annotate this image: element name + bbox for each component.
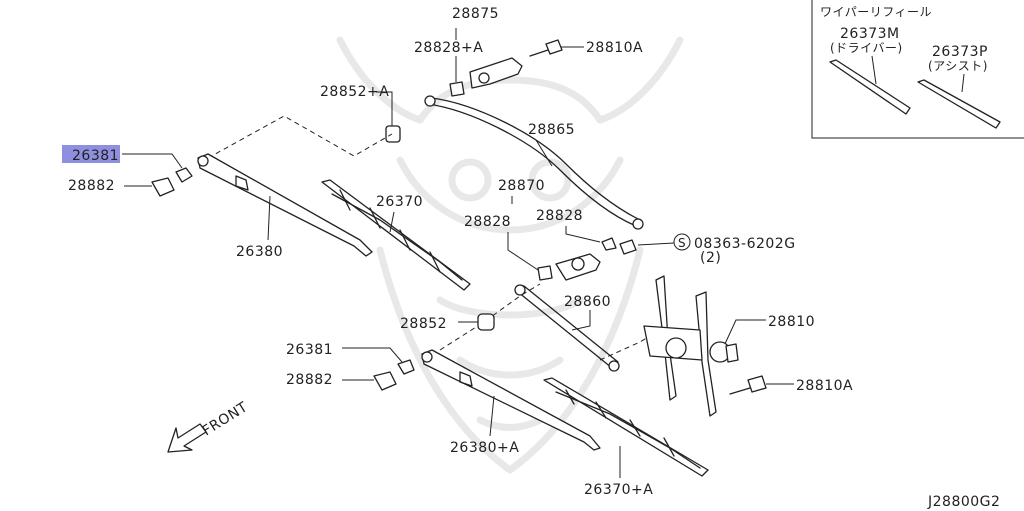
refill-assist [917,79,1001,129]
label-26373p: 26373P [932,44,988,60]
label-28852: 28852 [400,316,447,332]
label-26373m: 26373M [840,26,900,42]
refill-driver [829,59,911,115]
linkage-28870: 28870 28828 28828 S 08363-6202G (2) [464,178,796,281]
wiper-arm-26380: 26381 28882 26380 [62,145,373,260]
linkage-28875: 28875 28828+A 28810A 28852+A [320,6,643,143]
label-28828-right: 28828 [536,208,583,224]
label-26370a: 26370+A [584,482,653,498]
rod-28860: 28860 [514,284,620,372]
label-28828-left: 28828 [464,214,511,230]
inset-title: ワイパーリフィール [820,5,932,19]
front-indicator: FRONT [167,399,251,453]
rod-28865: 28865 [424,95,644,230]
label-s-mark: S [678,236,686,250]
label-28882-top: 28882 [68,178,115,194]
highlight-26381 [62,145,120,163]
motor-28810: 28810 28810A [643,275,853,417]
label-28810a-top: 28810A [586,40,643,56]
label-26381-selected[interactable]: 26381 [72,148,119,164]
label-28810: 28810 [768,314,815,330]
label-28852a: 28852+A [320,84,389,100]
label-08363: 08363-6202G [694,236,796,252]
label-28865: 28865 [528,122,575,138]
label-26380: 26380 [236,244,283,260]
label-28828a: 28828+A [414,40,483,56]
wiper-arm-26380a: 26381 28882 26380+A [286,342,601,456]
wiper-blade-26370: 26370 [321,179,471,291]
label-26380a: 26380+A [450,440,519,456]
label-26370: 26370 [376,194,423,210]
front-arrow-icon [167,423,207,453]
diagram-code: J28800G2 [927,494,1000,510]
wiper-blade-26370a: 26370+A [543,377,709,498]
label-28875: 28875 [452,6,499,22]
label-26373p-sub: (アシスト) [928,59,988,73]
dash-line-top [207,115,393,159]
label-28870: 28870 [498,178,545,194]
bushing-28852: 28852 [400,313,495,332]
label-28860: 28860 [564,294,611,310]
label-26373m-sub: (ドライバー) [830,41,903,55]
s-circle-icon [673,233,691,251]
refill-inset: ワイパーリフィール 26373M (ドライバー) 26373P (アシスト) [811,0,1024,139]
label-front: FRONT [200,399,251,439]
label-08363-qty: (2) [700,250,721,266]
label-28882-low: 28882 [286,372,333,388]
label-28810a-low: 28810A [796,378,853,394]
label-26381-low: 26381 [286,342,333,358]
